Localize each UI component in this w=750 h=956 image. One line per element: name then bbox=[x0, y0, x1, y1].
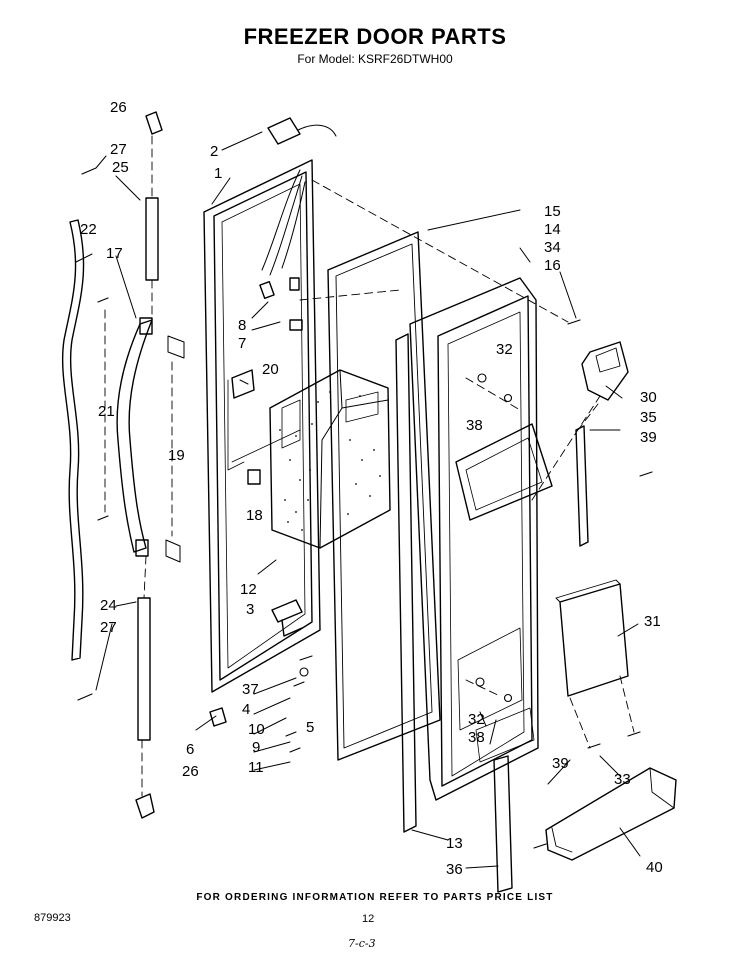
label-38-bottom: 38 bbox=[468, 729, 485, 746]
ordering-info-note: FOR ORDERING INFORMATION REFER TO PARTS … bbox=[196, 892, 554, 903]
label-10: 10 bbox=[248, 721, 265, 738]
label-30: 30 bbox=[640, 389, 657, 406]
label-36: 36 bbox=[446, 861, 463, 878]
label-21: 21 bbox=[98, 403, 115, 420]
label-39-bottom: 39 bbox=[552, 755, 569, 772]
label-15: 15 bbox=[544, 203, 561, 220]
label-19: 19 bbox=[168, 447, 185, 464]
lower-handle-block bbox=[137, 597, 151, 741]
hinge-caps bbox=[135, 111, 227, 819]
part-labels: 26 27 25 22 17 21 19 24 27 6 26 2 1 8 7 … bbox=[80, 99, 663, 878]
label-3: 3 bbox=[246, 601, 254, 618]
dispenser-cover-panel bbox=[555, 579, 629, 697]
label-32-bottom: 32 bbox=[468, 711, 485, 728]
label-6: 6 bbox=[186, 741, 194, 758]
page-number: 12 bbox=[362, 913, 375, 925]
page-title: FREEZER DOOR PARTS bbox=[243, 24, 507, 49]
label-8: 8 bbox=[238, 317, 246, 334]
handle-trim-strip bbox=[61, 219, 85, 661]
dispenser-housing bbox=[269, 369, 391, 549]
label-7: 7 bbox=[238, 335, 246, 352]
dashed-leaders bbox=[104, 135, 635, 797]
label-17: 17 bbox=[106, 245, 123, 262]
label-leaders bbox=[75, 131, 641, 869]
label-18: 18 bbox=[246, 507, 263, 524]
label-27-top: 27 bbox=[110, 141, 127, 158]
upper-handle-block bbox=[145, 197, 159, 281]
label-37: 37 bbox=[242, 681, 259, 698]
label-14: 14 bbox=[544, 221, 561, 238]
label-34: 34 bbox=[544, 239, 561, 256]
label-16: 16 bbox=[544, 257, 561, 274]
label-25: 25 bbox=[112, 159, 129, 176]
door-gasket bbox=[327, 231, 441, 761]
label-1: 1 bbox=[214, 165, 222, 182]
ice-chute-funnel bbox=[581, 341, 629, 401]
lower-vertical-bar bbox=[493, 755, 513, 893]
model-subtitle: For Model: KSRF26DTWH00 bbox=[297, 52, 453, 66]
label-12: 12 bbox=[240, 581, 257, 598]
label-24: 24 bbox=[100, 597, 117, 614]
label-33: 33 bbox=[614, 771, 631, 788]
label-22: 22 bbox=[80, 221, 97, 238]
speckle-texture bbox=[279, 391, 381, 531]
label-38-top: 38 bbox=[466, 417, 483, 434]
label-9: 9 bbox=[252, 739, 260, 756]
outer-door-panel bbox=[203, 159, 321, 693]
wire-connector bbox=[267, 117, 337, 145]
inner-door-liner bbox=[409, 277, 553, 801]
screws bbox=[77, 167, 653, 849]
label-13: 13 bbox=[446, 835, 463, 852]
label-11: 11 bbox=[248, 759, 264, 776]
long-trim-strip bbox=[395, 333, 417, 833]
document-number: 879923 bbox=[34, 912, 71, 924]
handwritten-mark: 7-c-3 bbox=[348, 937, 376, 950]
label-32-top: 32 bbox=[496, 341, 513, 358]
label-39-top: 39 bbox=[640, 429, 657, 446]
label-2: 2 bbox=[210, 143, 218, 160]
label-5: 5 bbox=[306, 719, 314, 736]
door-bin bbox=[545, 767, 677, 861]
label-27-bottom: 27 bbox=[100, 619, 117, 636]
label-20: 20 bbox=[262, 361, 279, 378]
right-trim-strip bbox=[575, 425, 589, 547]
door-handle bbox=[116, 317, 185, 563]
label-4: 4 bbox=[242, 701, 250, 718]
label-31: 31 bbox=[644, 613, 661, 630]
label-26-bottom: 26 bbox=[182, 763, 199, 780]
label-35: 35 bbox=[640, 409, 657, 426]
label-40: 40 bbox=[646, 859, 663, 876]
label-26-top: 26 bbox=[110, 99, 127, 116]
